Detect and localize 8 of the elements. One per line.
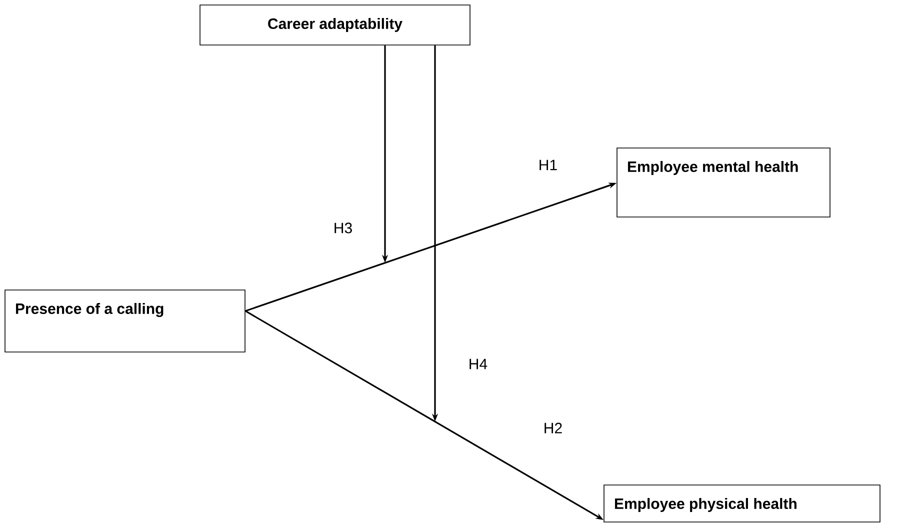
box: Employee physical health (604, 484, 880, 522)
edge-label: H2 (544, 422, 562, 434)
box: Presence of a calling (4, 290, 246, 352)
box: Employee mental health (616, 148, 830, 218)
box: Career adaptability (200, 4, 470, 46)
edge-label: H3 (334, 222, 352, 234)
edge-label: H1 (540, 160, 557, 170)
edge-label: H4 (470, 358, 488, 370)
